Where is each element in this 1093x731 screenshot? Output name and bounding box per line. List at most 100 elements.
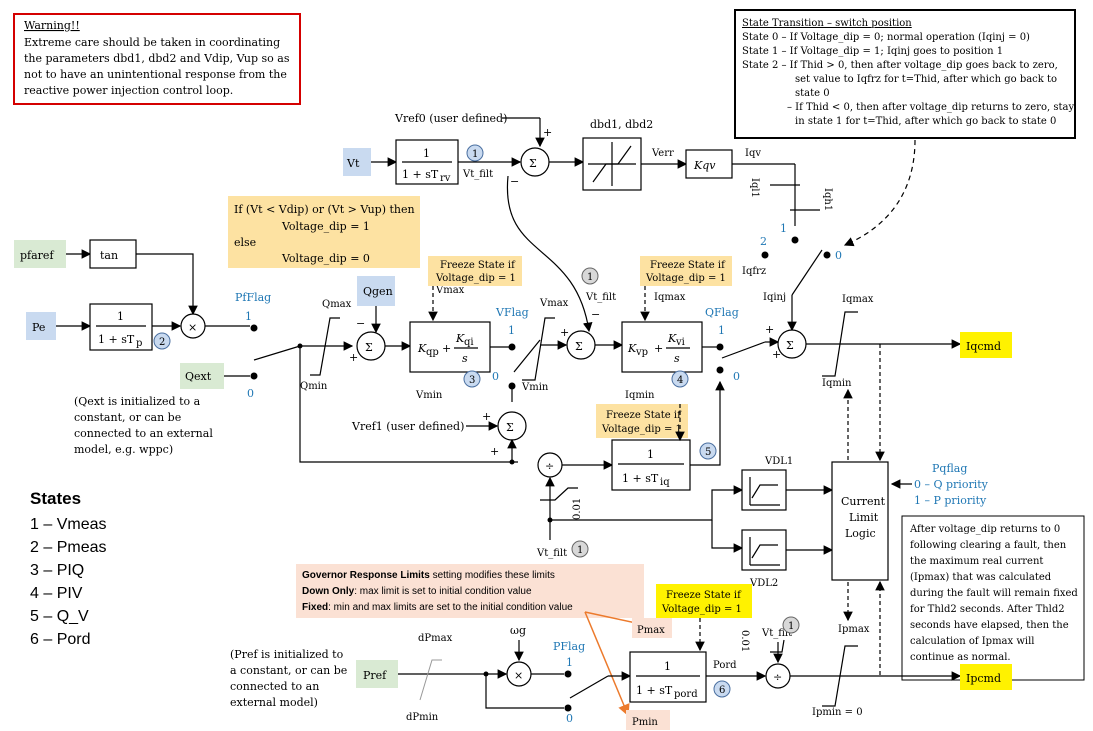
flag-pos: 0 [733, 370, 740, 383]
svg-text:+: + [772, 348, 781, 361]
state-transition-title: State Transition – switch position [742, 18, 912, 29]
vdl2-block [741, 529, 787, 571]
iqv-label: Iqv [745, 148, 761, 159]
flag-pos: 0 [492, 370, 499, 383]
vt-filt-label: Vt_filt [585, 292, 616, 303]
svg-text:÷: ÷ [773, 671, 782, 684]
switch-pos-label: 0 [835, 249, 842, 262]
state-line: State 0 – If Voltage_dip = 0; normal ope… [742, 32, 1030, 43]
gov-text: : max limit is set to initial condition … [354, 586, 532, 597]
ipmax-note-line: the maximum real current [910, 556, 1043, 567]
freeze-text: Voltage_dip = 1 [661, 604, 742, 615]
pref-input [356, 660, 398, 688]
piq-block [409, 321, 491, 373]
vdip-line: else [234, 236, 256, 249]
iqmax-label: Iqmax [654, 292, 686, 303]
state-line: state 0 [795, 88, 830, 99]
pfaref-label: pfaref [20, 249, 54, 262]
vflag-label: VFlag [495, 306, 529, 319]
svg-text:1: 1 [647, 448, 654, 461]
ipmax-note-line: following clearing a fault, then [910, 540, 1067, 551]
states-item: 1 – Vmeas [30, 516, 106, 533]
qmin-label: Qmin [300, 381, 328, 392]
state-1-badge [581, 267, 599, 285]
states-item: 6 – Pord [30, 631, 90, 648]
freeze-text: Voltage_dip = 1 [435, 273, 516, 284]
svg-text:Governor Response Limits setti: Governor Response Limits setting modifie… [302, 570, 555, 581]
vmax-label: Vmax [539, 298, 569, 309]
pqflag-option: 1 – P priority [914, 494, 987, 507]
qgen-input [357, 276, 395, 306]
pmin-label-box [626, 710, 670, 730]
qmax-label: Qmax [322, 299, 352, 310]
voltage-dip-logic-box: If (Vt < Vdip) or (Vt > Vup) then Voltag… [228, 196, 420, 268]
iql1-label: Iql1 [749, 178, 760, 198]
ipmax-note-line: (Ipmax) that was calculated [910, 572, 1052, 583]
switch-contact-1 [791, 236, 799, 244]
warning-box: Warning!! Extreme care should be taken i… [13, 13, 301, 105]
vmin-label: Vmin [521, 382, 549, 393]
svg-text:K: K [417, 342, 427, 355]
freeze-text: Voltage_dip = 1 [645, 273, 726, 284]
svg-text:K: K [455, 332, 465, 345]
svg-text:vp: vp [635, 347, 648, 358]
svg-text:÷: ÷ [545, 460, 554, 473]
svg-text:Σ: Σ [506, 421, 514, 434]
svg-text:1 + sT: 1 + sT [622, 472, 659, 485]
vdl2-label: VDL2 [749, 578, 778, 589]
freeze-note-pord [656, 584, 752, 618]
vdip-line: Voltage_dip = 1 [281, 220, 370, 233]
svg-text:×: × [188, 321, 197, 334]
svg-text:K: K [627, 342, 637, 355]
state-num: 1 [472, 149, 478, 160]
ipmax-note-line: during the fault will remain fixed [910, 588, 1078, 599]
svg-text:1: 1 [664, 660, 671, 673]
gov-bold: Governor Response Limits [302, 570, 430, 581]
cll-text: Logic [845, 527, 876, 540]
svg-text:+: + [543, 126, 552, 139]
iqfrz-label: Iqfrz [742, 266, 766, 277]
state-4-badge [671, 370, 689, 388]
state-line: – If Thid < 0, then after voltage_dip re… [787, 102, 1074, 113]
piv-block [621, 321, 703, 373]
clamp-label: 0.01 [572, 498, 583, 520]
pe-filter-block [89, 303, 153, 351]
state-line: State 2 – If Thid > 0, then after voltag… [742, 60, 1058, 71]
flag-pos: 1 [245, 310, 252, 323]
pref-label: Pref [363, 669, 387, 682]
pref-note-line: external model) [230, 696, 318, 709]
svg-text:+: + [765, 323, 774, 336]
qgen-label: Qgen [363, 285, 393, 298]
svg-text:3: 3 [469, 375, 475, 386]
state-line: State 1 – If Voltage_dip = 1; Iqinj goes… [742, 46, 1003, 57]
switch-pos-label: 1 [780, 222, 787, 235]
state-1-badge [466, 144, 484, 162]
svg-text:1: 1 [587, 272, 593, 283]
freeze-text: Freeze State if [666, 590, 742, 601]
iqcmd-output [960, 332, 1012, 358]
freeze-text: Voltage_dip = 1 [601, 424, 682, 435]
cll-text: Limit [849, 511, 879, 524]
vmax-label: Vmax [435, 285, 465, 296]
qext-input [180, 363, 224, 389]
dpmin-label: dPmin [406, 712, 439, 723]
vref1-label: Vref1 (user defined) [351, 420, 464, 433]
states-item: 4 – PIV [30, 585, 83, 602]
vflag-switch [513, 339, 541, 373]
clamp-label: 0.01 [739, 630, 750, 652]
svg-text:1: 1 [577, 545, 583, 556]
svg-text:1 + sT: 1 + sT [636, 684, 673, 697]
svg-text:+: + [442, 342, 451, 355]
svg-text:−: − [356, 317, 365, 330]
svg-text:qi: qi [464, 337, 474, 348]
ipcmd-label: Ipcmd [966, 672, 1001, 685]
state-1-badge [782, 616, 800, 634]
ipmax-note: After voltage_dip returns to 0 following… [901, 515, 1085, 681]
freeze-note-qv [596, 404, 688, 438]
states-title: States [30, 489, 81, 508]
pqflag-option: 0 – Q priority [914, 478, 989, 491]
kqv-label: Kqv [693, 159, 716, 172]
pord-block [629, 651, 707, 703]
pmax-label: Pmax [637, 625, 665, 636]
svg-text:−: − [510, 175, 519, 188]
